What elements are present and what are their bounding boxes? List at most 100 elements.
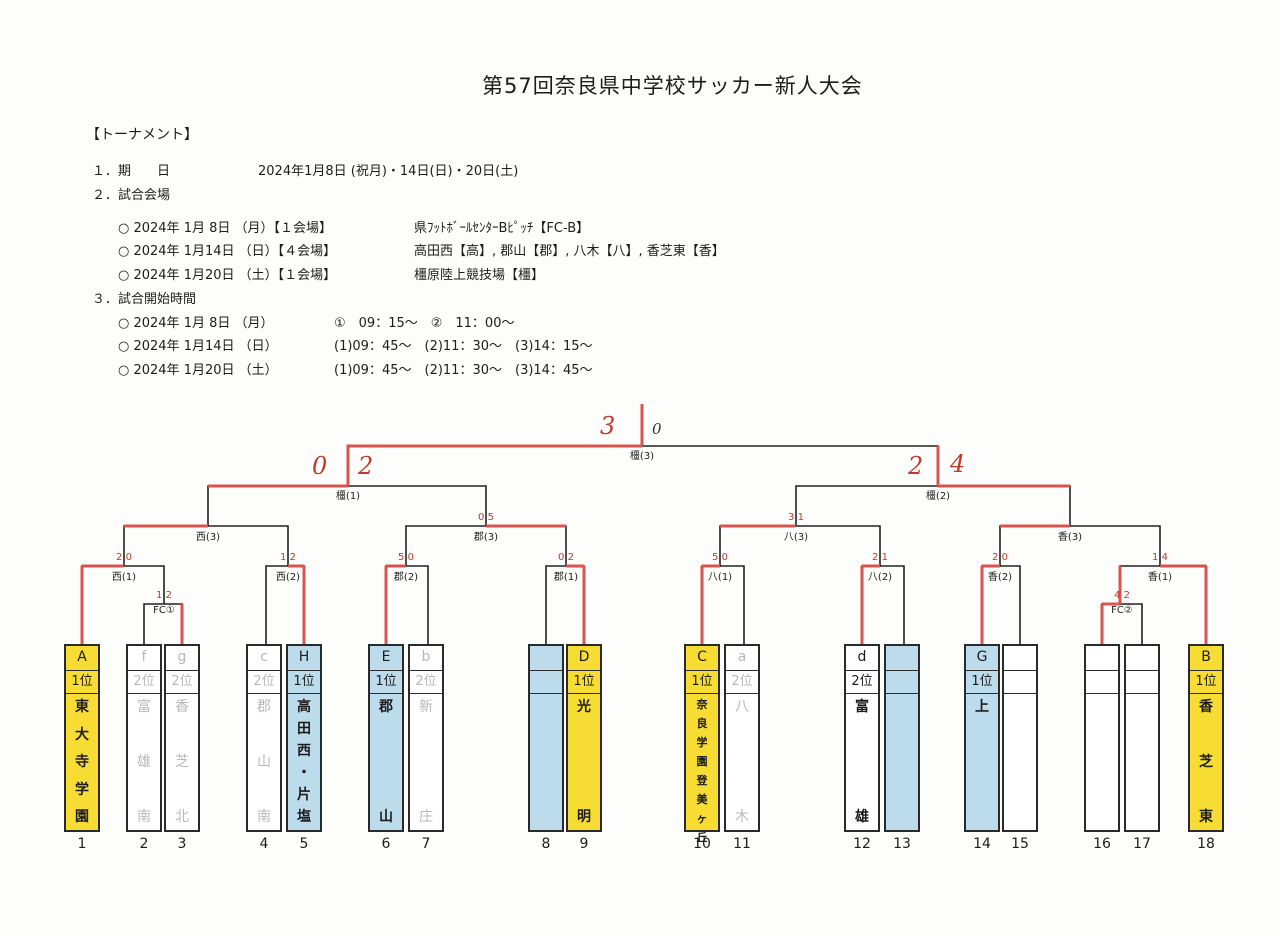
team-rank: [1126, 670, 1158, 694]
slot-number: 7: [421, 836, 431, 852]
match-score: 2 0: [992, 552, 1008, 563]
team-code: g: [177, 649, 187, 665]
team-rank: 2位: [726, 670, 758, 694]
team-slot: [1124, 644, 1160, 832]
team-name: 郡山南: [248, 696, 280, 826]
team-name-char: 美: [696, 793, 708, 806]
team-name-char: 西: [297, 743, 311, 759]
venue-tag: 西(2): [275, 572, 301, 583]
team-name-char: 学: [696, 736, 708, 749]
team-name-char: 香: [175, 699, 189, 715]
team-name-char: 塩: [297, 809, 311, 825]
venue-tag: 西(1): [111, 572, 137, 583]
team-code: E: [381, 649, 391, 665]
team-name-char: 丘: [696, 831, 708, 844]
slot-number: 12: [853, 836, 871, 852]
team-name-char: 富: [855, 699, 869, 715]
team-slot: E 1位郡山: [368, 644, 404, 832]
venue-tag: 八(1): [707, 572, 733, 583]
team-name-char: 雄: [137, 754, 151, 770]
team-name-char: 芝: [175, 754, 189, 770]
venue-tag: 西(3): [195, 532, 221, 543]
date-value: 2024年1月8日 (祝月)・14日(日)・20日(土): [258, 164, 519, 179]
slot-number: 6: [381, 836, 391, 852]
team-name-char: 東: [75, 699, 89, 715]
team-rank: 1位: [288, 670, 320, 694]
team-code: G: [976, 649, 988, 665]
team-name-char: 光: [577, 699, 591, 715]
team-name-char: 学: [75, 781, 89, 798]
team-name-char: 良: [696, 717, 708, 730]
team-code: H: [298, 649, 310, 665]
venue-date-3: ○ 2024年 1月20日 （土）【１会場】: [118, 268, 337, 283]
team-name-char: 北: [175, 809, 189, 825]
team-name-char: 雄: [855, 809, 869, 825]
match-score: 5 0: [712, 552, 728, 563]
venue-tag: FC①: [153, 605, 175, 616]
page-title: 第57回奈良県中学校サッカー新人大会: [482, 74, 863, 98]
team-name-char: 寺: [75, 754, 89, 770]
team-code: B: [1201, 649, 1211, 665]
team-name-char: 東: [1199, 809, 1213, 825]
section-heading: 【トーナメント】: [86, 127, 198, 143]
team-name-char: 田: [297, 721, 311, 737]
venue-tag: 八(2): [867, 572, 893, 583]
slot-number: 4: [259, 836, 269, 852]
team-name: 香芝東: [1190, 696, 1222, 826]
team-name-char: 園: [696, 755, 708, 768]
team-slot: [528, 644, 564, 832]
team-rank: [886, 670, 918, 694]
time-date-2: ○ 2024年 1月14日 （日）: [118, 339, 278, 354]
team-rank: 1位: [66, 670, 98, 694]
final-score-right: 0: [652, 420, 662, 438]
team-rank: [1086, 670, 1118, 694]
team-rank: 1位: [1190, 670, 1222, 694]
team-code: c: [260, 649, 268, 665]
team-name: [530, 696, 562, 826]
team-rank: 1位: [370, 670, 402, 694]
team-name: [1086, 696, 1118, 826]
team-name-char: 上: [975, 699, 989, 715]
team-name: 奈良学園登美ヶ丘: [686, 696, 718, 844]
team-slot: [1084, 644, 1120, 832]
team-name: 上: [966, 696, 998, 826]
team-name-char: 登: [696, 774, 708, 787]
slot-number: 9: [579, 836, 589, 852]
match-score: 0 2: [558, 552, 574, 563]
venue-place-3: 橿原陸上競技場【橿】: [414, 268, 545, 283]
team-rank: [530, 670, 562, 694]
team-name-char: ヶ: [696, 812, 708, 825]
team-name-char: 明: [577, 809, 591, 825]
slot-number: 1: [77, 836, 87, 852]
match-score: 2 1: [872, 552, 888, 563]
semi-right-score-b: 4: [950, 450, 966, 478]
slot-number: 17: [1133, 836, 1151, 852]
team-name: 郡山: [370, 696, 402, 826]
team-name-char: 富: [137, 699, 151, 715]
venue-tag: 郡(3): [473, 532, 499, 543]
slot-number: 18: [1197, 836, 1215, 852]
team-name-char: 芝: [1199, 754, 1213, 770]
venue-tag: 八(3): [783, 532, 809, 543]
team-slot: [884, 644, 920, 832]
team-name: [1126, 696, 1158, 826]
time-slots-3: (1)09：45～ (2)11：30～ (3)14：45～: [334, 363, 593, 378]
venue-tag: 橿(1): [335, 491, 361, 502]
team-name: 新庄: [410, 696, 442, 826]
team-name: 東大寺学園: [66, 696, 98, 826]
team-name-char: ・: [297, 765, 311, 781]
match-score: 0 5: [478, 512, 494, 523]
team-name: 高田西・片塩: [288, 696, 320, 826]
team-rank: 2位: [410, 670, 442, 694]
slot-number: 5: [299, 836, 309, 852]
slot-number: 13: [893, 836, 911, 852]
team-name-char: 片: [297, 787, 311, 803]
